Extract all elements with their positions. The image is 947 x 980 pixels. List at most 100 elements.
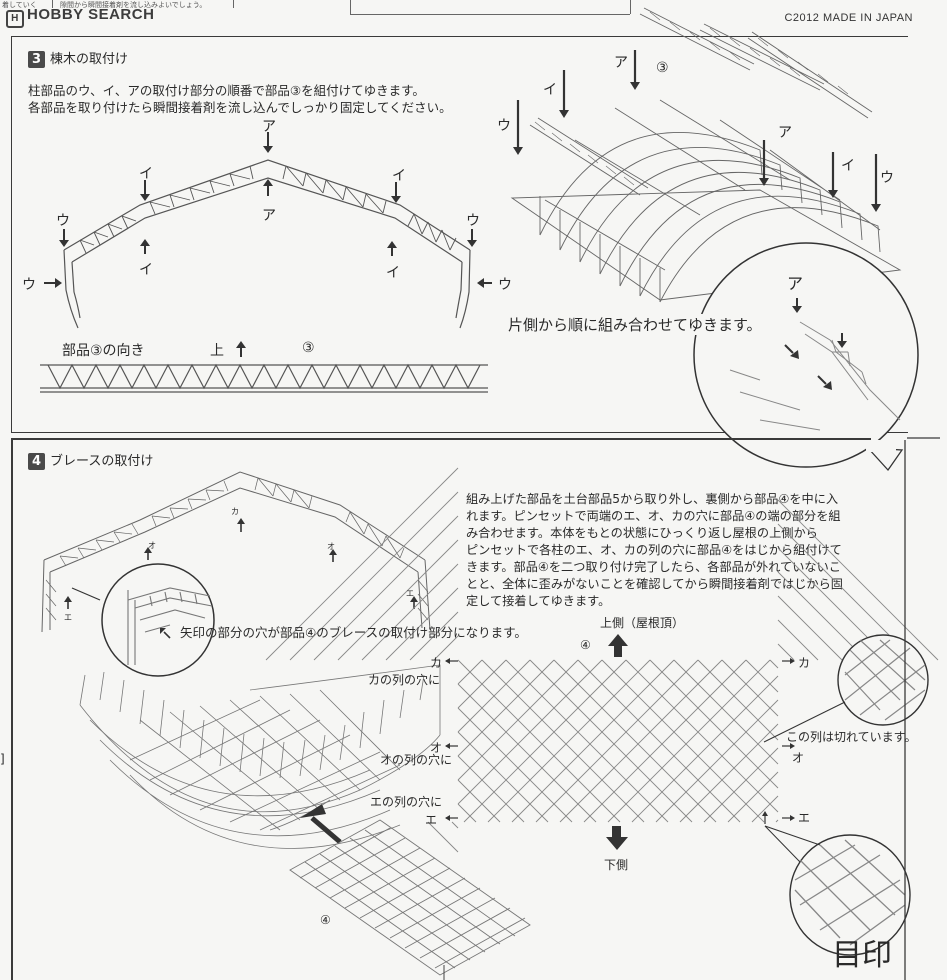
lattice-label-e-left: エ: [425, 813, 438, 827]
detail-label-a: ア: [787, 274, 804, 293]
lattice-strut: [777, 499, 939, 661]
step3-number: 3: [28, 51, 45, 68]
label-u-right-side: ウ: [498, 277, 512, 293]
label-i-left-bottom: イ: [139, 262, 153, 278]
lattice-strut: [777, 595, 843, 661]
lattice-strut: [751, 795, 779, 823]
lattice-strut: [535, 659, 699, 823]
lattice-strut: [697, 659, 779, 741]
margin-bracket: ]: [0, 752, 5, 766]
step4-heading: 4 ブレースの取付け: [28, 450, 153, 470]
lattice-strut: [457, 683, 597, 823]
roof-label-u: ウ: [497, 118, 511, 134]
part4-bottom: ④: [320, 913, 331, 927]
lattice-strut: [649, 659, 779, 789]
lattice-strut: [457, 731, 549, 823]
step4-instructions: 組み上げた部品を土台部品5から取り外し、裏側から部品④を中に入 れます。ピンセッ…: [466, 492, 843, 608]
lattice-strut: [427, 821, 459, 853]
lattice-strut: [463, 659, 627, 823]
lattice-strut: [457, 659, 621, 823]
lattice-strut: [481, 659, 645, 823]
lattice-strut: [265, 467, 459, 661]
product-code: C2012 MADE IN JAPAN: [784, 12, 913, 24]
step4-panel-border-top: [11, 438, 871, 440]
label-i-right-top: イ: [392, 168, 406, 184]
lattice-strut: [583, 659, 747, 823]
label-a-top: ア: [262, 119, 276, 135]
lattice-strut: [361, 563, 459, 661]
e-row-label: エの列の穴に: [370, 795, 443, 809]
lattice-strut: [673, 659, 779, 765]
lattice-strut: [505, 659, 669, 823]
lattice-strut: [385, 587, 459, 661]
lattice-strut: [511, 659, 675, 823]
lattice-strut: [457, 755, 525, 823]
detail-caption: 片側から順に組み合わせてゆきます。: [508, 314, 762, 335]
lattice-strut: [457, 659, 507, 709]
label-u-left-side: ウ: [22, 277, 36, 293]
lattice-strut: [631, 675, 779, 823]
lattice-strut: [289, 491, 459, 661]
step3-title: 棟木の取付け: [50, 52, 129, 67]
part-orientation-label: 部品③の向き: [62, 343, 145, 359]
roof-part3: ③: [656, 60, 669, 76]
lattice-strut: [577, 659, 741, 823]
label-u-left-top: ウ: [56, 213, 70, 229]
mark-label: 目印: [832, 938, 892, 973]
lattice-strut: [457, 659, 531, 733]
ka-row-label: カの列の穴に: [368, 673, 441, 687]
divider: [52, 0, 53, 8]
lattice-strut: [721, 659, 779, 717]
lattice-strut: [655, 699, 779, 823]
lattice-strut: [727, 771, 779, 823]
step3-heading: 3 棟木の取付け: [28, 48, 128, 68]
lattice-strut: [487, 659, 651, 823]
header-fragment-mid: 隙間から瞬間接着剤を流し込みよいでしょう。: [60, 1, 207, 9]
lattice-strut: [457, 659, 579, 781]
part4-top: ④: [580, 638, 591, 652]
lattice-label-o-right: オ: [792, 751, 805, 765]
roof-label-a-right: ア: [778, 125, 792, 141]
label-i-right-bottom: イ: [386, 265, 400, 281]
lattice-strut: [679, 723, 779, 823]
frame-label-e-right: エ: [406, 589, 414, 598]
up-label: 上: [210, 343, 224, 359]
label-u-right-top: ウ: [466, 213, 480, 229]
lattice-strut: [529, 659, 693, 823]
lattice-strut: [745, 659, 779, 693]
lattice-strut: [777, 619, 819, 661]
lattice-strut: [777, 643, 795, 661]
callout-text: 矢印の部分の穴が部品④のブレースの取付け部分になります。: [180, 625, 527, 640]
lattice-label-e-right: エ: [798, 811, 811, 825]
frame-label-o-right: オ: [327, 542, 335, 551]
divider: [630, 0, 631, 14]
step3-instructions: 柱部品のウ、イ、アの取付け部分の順番で部品③を組付けてゆきます。 各部品を取り付…: [28, 83, 452, 115]
divider: [233, 0, 234, 8]
step4-panel-border-left: [11, 438, 13, 980]
lattice-strut: [607, 659, 771, 823]
frame-label-ka: カ: [231, 507, 239, 516]
lattice-strut: [457, 803, 477, 823]
roof-label-i-right: イ: [841, 158, 855, 174]
lattice-label-ka-left: カ: [430, 656, 443, 670]
roof-label-u-right: ウ: [880, 170, 894, 186]
cut-note: この列は切れています。: [786, 730, 917, 744]
frame-label-e-left: エ: [64, 613, 72, 622]
lattice-strut: [601, 659, 765, 823]
top-strip: 着していく 隙間から瞬間接着剤を流し込みよいでしょう。: [0, 0, 947, 26]
lattice-strut: [703, 747, 779, 823]
lattice-strut: [559, 659, 723, 823]
o-row-label: オの列の穴に: [380, 753, 453, 767]
lattice-strut: [313, 515, 459, 661]
lattice-strut: [777, 571, 867, 661]
lattice-strut: [769, 659, 779, 669]
lattice-strut: [457, 707, 573, 823]
label-a-bottom: ア: [262, 208, 276, 224]
lattice-label-ka-right: カ: [798, 656, 811, 670]
step4-number: 4: [28, 453, 45, 470]
bottom-side-label: 下側: [604, 858, 629, 872]
roof-label-i: イ: [543, 82, 557, 98]
lattice-strut: [451, 821, 459, 829]
step4-title: ブレースの取付け: [50, 454, 154, 469]
